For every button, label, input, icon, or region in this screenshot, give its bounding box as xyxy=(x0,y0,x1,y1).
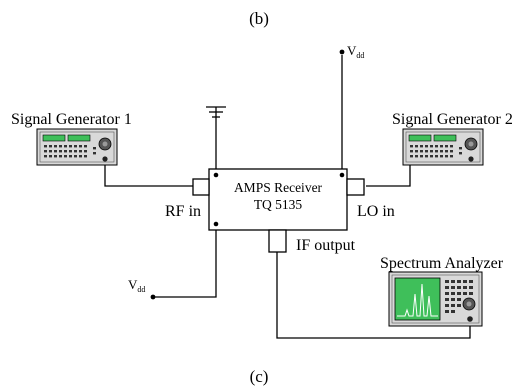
signal-generator-1-icon xyxy=(36,128,118,166)
receiver-part-number: TQ 5135 xyxy=(254,197,303,212)
vdd-bottom-terminal xyxy=(150,294,156,300)
rf-cable xyxy=(104,163,193,187)
lo-in-label: LO in xyxy=(357,203,395,220)
vdd-bottom-lead xyxy=(155,222,217,298)
signal-generator-2-icon xyxy=(402,128,484,166)
spectrum-trace xyxy=(397,283,438,317)
lo-in-port xyxy=(346,178,365,196)
vdd-bottom-label: Vdd xyxy=(128,277,145,294)
spectrum-analyzer-icon xyxy=(388,271,483,327)
receiver-name: AMPS Receiver xyxy=(234,180,323,195)
if-output-port xyxy=(268,229,287,253)
vdd-top-label: Vdd xyxy=(347,43,364,60)
rf-in-port xyxy=(192,178,210,196)
rf-in-label: RF in xyxy=(165,203,201,220)
if-cable xyxy=(276,252,471,339)
vdd-top-terminal xyxy=(339,49,345,55)
ground-symbol xyxy=(206,106,226,122)
spectrum-analyzer-label: Spectrum Analyzer xyxy=(380,255,504,272)
signal-generator-2-label: Signal Generator 2 xyxy=(392,111,513,128)
caption-c: (c) xyxy=(250,367,269,386)
if-output-label: IF output xyxy=(296,237,356,254)
caption-b: (b) xyxy=(249,9,269,28)
amps-receiver-block: AMPS Receiver TQ 5135 xyxy=(208,168,348,231)
lo-cable xyxy=(366,163,411,187)
wiring xyxy=(104,55,471,339)
signal-generator-1-label: Signal Generator 1 xyxy=(11,111,132,128)
